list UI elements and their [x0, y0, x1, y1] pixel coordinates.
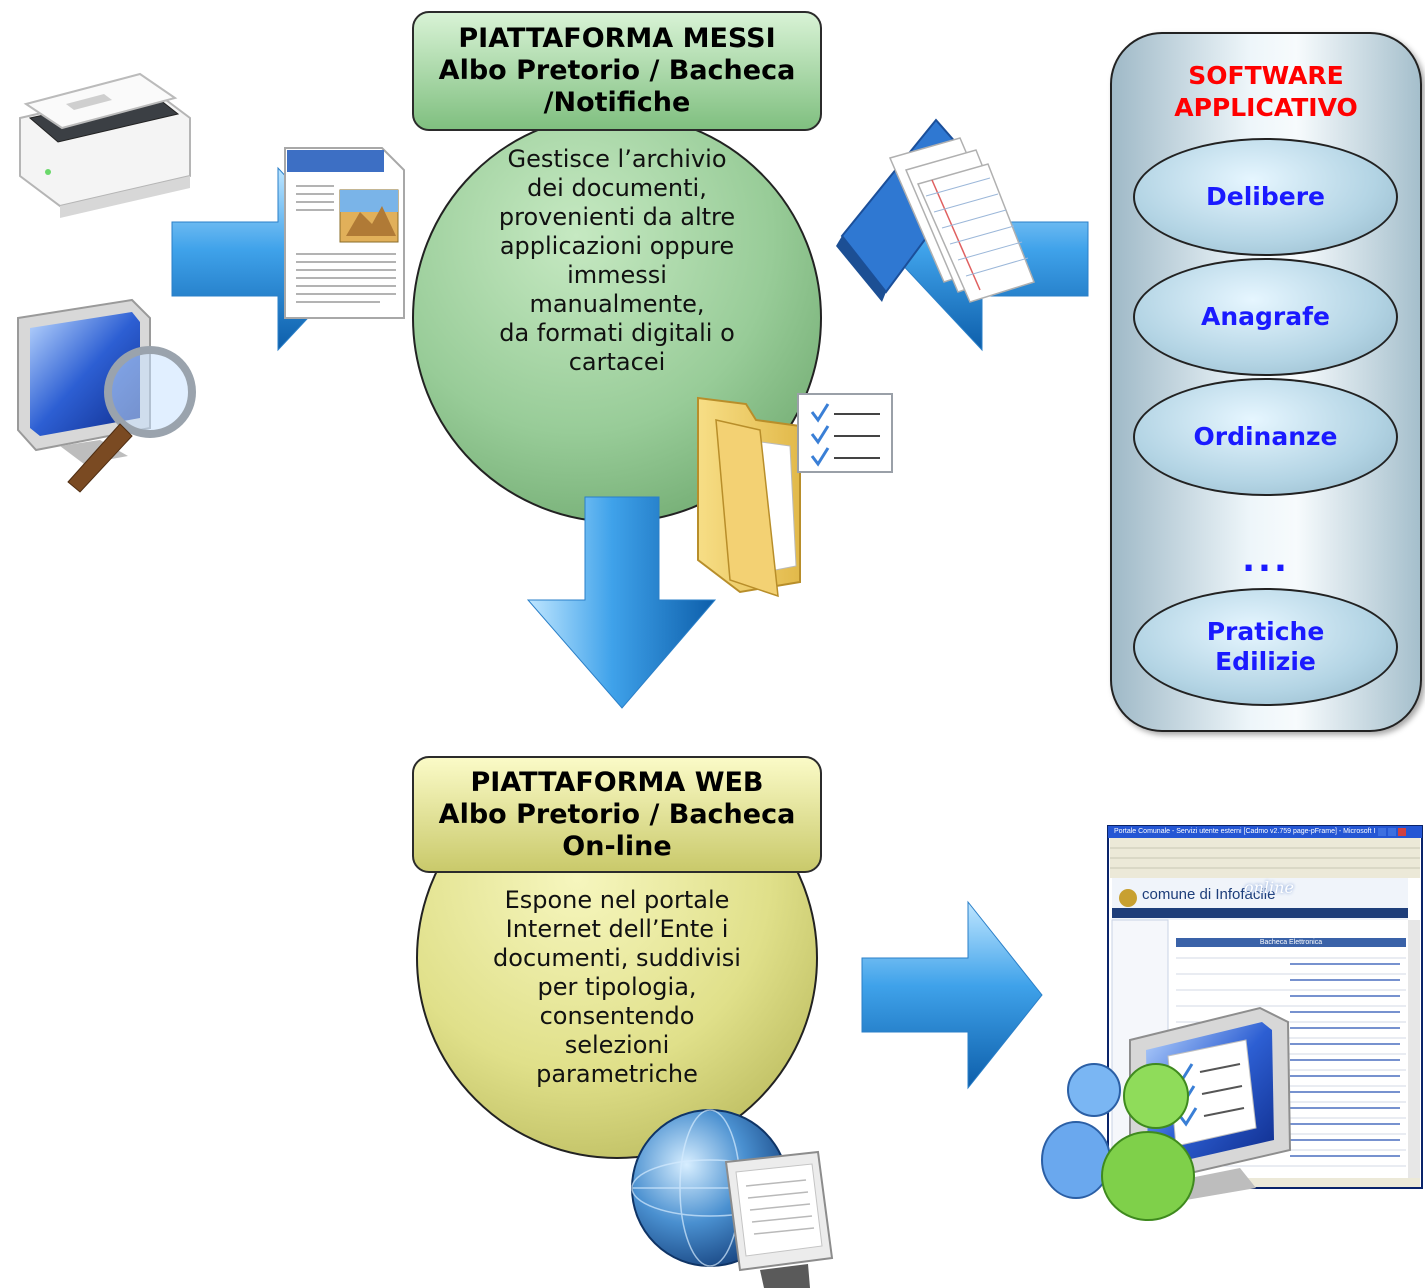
software-item-label: Ordinanze [1193, 422, 1338, 451]
top-title-line-3: /Notifiche [543, 87, 691, 118]
software-ellipsis: ... [1242, 540, 1290, 580]
arrow-to-browser-icon [861, 900, 1043, 1090]
bottom-title-box: PIATTAFORMA WEB Albo Pretorio / Bacheca … [413, 757, 821, 872]
top-circle-line-8: cartacei [568, 348, 666, 376]
bottom-circle-line-3: documenti, suddivisi [493, 944, 741, 972]
software-item-ordinanze: Ordinanze [1133, 378, 1398, 496]
document-image-icon [284, 147, 405, 319]
software-item-label: Pratiche [1206, 617, 1325, 646]
top-title-box-bg [412, 11, 822, 131]
notebook-pages-icon [836, 118, 1035, 303]
bottom-circle-line-1: Espone nel portale [504, 886, 730, 914]
arrow-down-icon [526, 496, 717, 709]
bottom-circle-line-7: parametriche [536, 1060, 698, 1088]
folder-checklist-icon [697, 393, 893, 598]
software-item-anagrafe: Anagrafe [1133, 258, 1398, 376]
bottom-title-box-bg [412, 756, 822, 873]
monitor-magnifier-icon [17, 298, 196, 493]
bottom-title-line-3: On-line [562, 830, 672, 862]
browser-site-name: comune di Infofacile [1142, 886, 1276, 903]
top-title-box: PIATTAFORMA MESSI Albo Pretorio / Bachec… [413, 12, 821, 130]
top-title-line-1: PIATTAFORMA MESSI [458, 23, 776, 54]
software-title-line-2: APPLICATIVO [1174, 93, 1358, 122]
bottom-title-line-1: PIATTAFORMA WEB [470, 766, 764, 798]
software-item-label: Edilizie [1215, 647, 1316, 676]
software-item-delibere: Delibere [1133, 138, 1398, 256]
bottom-circle-line-5: consentendo [539, 1002, 695, 1030]
software-title-line-1: SOFTWARE [1188, 61, 1344, 90]
bottom-circle-line-6: selezioni [564, 1031, 670, 1059]
top-circle-line-6: manualmente, [529, 290, 705, 318]
top-circle-line-5: immessi [567, 261, 667, 289]
software-item-label: Anagrafe [1201, 302, 1330, 331]
scanner-icon [19, 72, 191, 218]
software-title: SOFTWARE APPLICATIVO [1110, 60, 1422, 124]
browser-site-tag: online [1244, 878, 1294, 897]
top-circle-line-1: Gestisce l’archivio [507, 145, 727, 173]
bottom-title-line-2: Albo Pretorio / Bacheca [438, 798, 796, 830]
browser-window-title: Portale Comunale - Servizi utente estern… [1114, 828, 1376, 835]
bottom-circle-line-2: Internet dell’Ente i [505, 915, 729, 943]
browser-board-title: Bacheca Elettronica [1259, 939, 1323, 946]
top-circle-text: Gestisce l’archivio dei documenti, prove… [447, 145, 787, 377]
top-circle-line-3: provenienti da altre [498, 203, 736, 231]
top-circle-line-4: applicazioni oppure [499, 232, 735, 260]
software-item-pratiche-edilizie: Pratiche Edilizie [1133, 588, 1398, 706]
globe-monitor-icon [631, 1109, 834, 1288]
users-monitor-icon [1041, 1006, 1292, 1221]
top-title-line-2: Albo Pretorio / Bacheca [438, 55, 796, 86]
top-circle-line-7: da formati digitali o [499, 319, 735, 347]
top-circle-line-2: dei documenti, [527, 174, 707, 202]
bottom-circle-line-4: per tipologia, [537, 973, 697, 1001]
bottom-circle-text: Espone nel portale Internet dell’Ente i … [447, 886, 787, 1089]
software-item-label: Delibere [1206, 182, 1325, 211]
